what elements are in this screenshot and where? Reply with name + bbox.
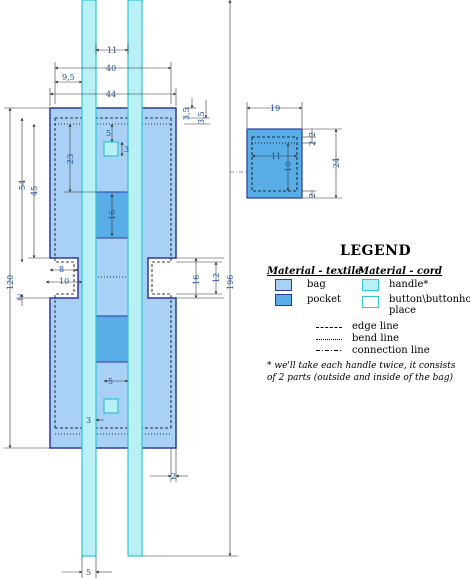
legend-cord-heading: Material - cord: [358, 266, 443, 277]
legend-connection-line-sample: [316, 350, 342, 351]
legend-pocket-label: pocket: [307, 294, 342, 305]
dim-2-pocket-a: 2: [308, 132, 317, 137]
dim-10: 10: [59, 277, 69, 286]
dim-40: 40: [106, 64, 116, 73]
dim-2-left: 2: [17, 293, 22, 302]
dim-5-handle: 5: [86, 568, 91, 577]
dim-11: 11: [107, 46, 117, 55]
dim-3-top: 3: [124, 145, 129, 154]
pocket-piece: [246, 128, 303, 199]
legend-button-swatch: [362, 296, 379, 308]
dim-120: 120: [6, 275, 15, 290]
handle-right: [127, 0, 143, 557]
dim-3-bottom: 3: [86, 416, 91, 425]
legend-button-label: button\buttonhole: [389, 294, 470, 305]
handle-left: [81, 0, 97, 557]
legend-bag-label: bag: [307, 279, 326, 290]
dim-16-right: 16: [192, 275, 201, 285]
dim-23: 23: [66, 154, 75, 164]
legend-handle-label: handle*: [389, 279, 429, 290]
legend-note: * we'll take each handle twice, it consi…: [267, 361, 456, 383]
dim-2-bottom: 2: [171, 472, 176, 481]
dim-19: 19: [270, 104, 280, 113]
legend-edge-line-label: edge line: [352, 321, 399, 332]
dim-2-pocket-c: 2: [308, 193, 317, 198]
dim-24: 24: [332, 158, 341, 168]
legend-button-label-2: place: [389, 305, 417, 316]
dim-10-pocket: 10: [284, 162, 293, 172]
legend-handle-swatch: [362, 279, 379, 291]
dim-16-pocket: 16: [108, 210, 117, 220]
pocket-piece-edge: [251, 136, 298, 192]
dim-5-top: 5: [106, 129, 111, 138]
dim-44: 44: [106, 90, 116, 99]
legend-textile-heading: Material - textile: [267, 266, 362, 277]
dim-11-pocket: 11: [271, 152, 281, 161]
dim-3-5-b: 3,5: [197, 111, 206, 124]
dim-8: 8: [59, 265, 64, 274]
button-place-top: [103, 141, 119, 157]
legend-bend-line-label: bend line: [352, 333, 400, 344]
edge-lines: [54, 117, 172, 429]
dim-2-pocket-b: 2: [308, 141, 317, 146]
pocket-lower: [95, 315, 129, 363]
legend-bend-line-sample: [316, 339, 342, 340]
dimension-lines: [4, 0, 342, 578]
dim-5-bottom: 5: [108, 377, 113, 386]
legend-pocket-swatch: [275, 294, 292, 306]
legend-connection-line-label: connection line: [352, 345, 430, 356]
legend-title: LEGEND: [340, 243, 412, 259]
legend-bag-swatch: [275, 279, 292, 291]
dim-9-5: 9,5: [62, 73, 75, 82]
dim-45: 45: [30, 186, 39, 196]
dim-3-5-a: 3,5: [182, 107, 191, 120]
dim-196: 196: [226, 275, 235, 290]
dim-54: 54: [18, 180, 27, 190]
button-place-bottom: [103, 398, 119, 414]
legend-edge-line-sample: [316, 327, 342, 328]
dim-12: 12: [212, 273, 221, 283]
